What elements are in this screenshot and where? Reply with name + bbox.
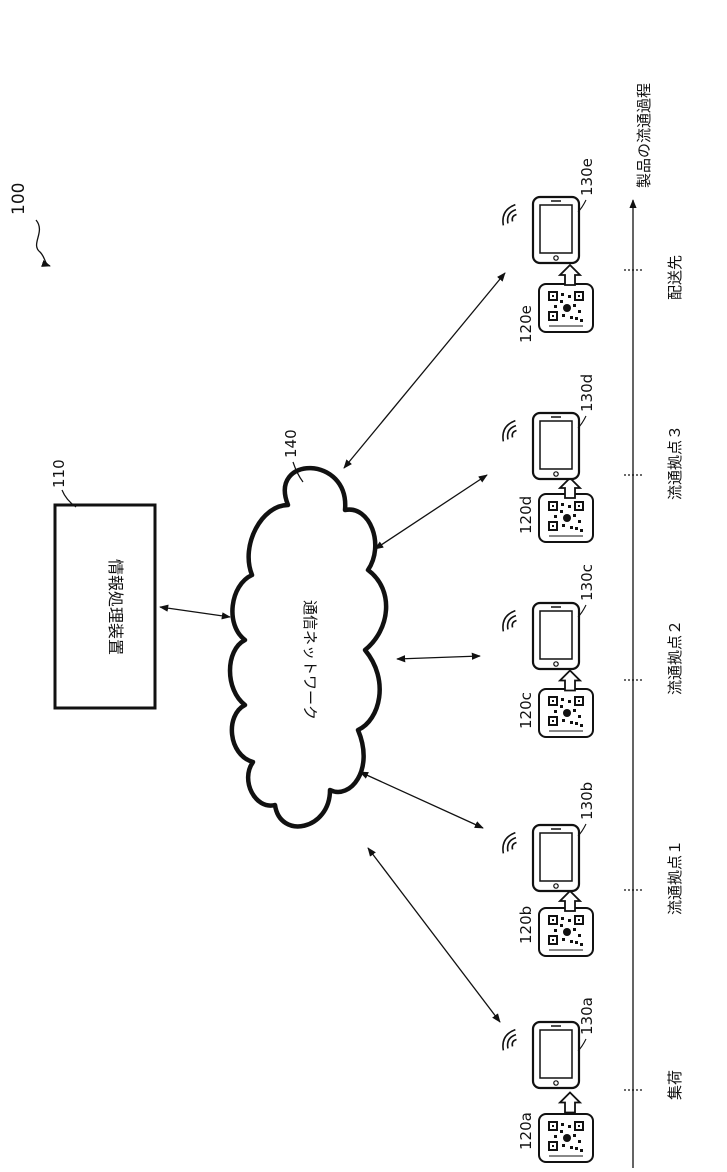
distribution-stages: 120a 130a 120b 130b 120c 130c 120d 130d 120e 130e: [499, 158, 596, 1162]
wireless-signal-icon: [499, 830, 521, 856]
link-130d: [375, 475, 487, 549]
device-network-link: [160, 607, 230, 617]
stage-e: 120e 130e: [499, 158, 596, 343]
link-130e: [344, 273, 505, 468]
code-ref-label: 120a: [517, 1112, 535, 1150]
code-ref-label: 120e: [517, 305, 535, 343]
code-ref-label: 120c: [517, 692, 535, 729]
phone-ref-label: 130b: [578, 782, 596, 820]
qr-code-icon: [539, 494, 593, 542]
stage-label: 流通拠点３: [666, 425, 684, 500]
link-130a: [368, 848, 500, 1022]
smartphone-icon: [533, 1022, 579, 1088]
code-ref-label: 120d: [517, 496, 535, 534]
communication-network: 通信ネットワーク 140: [230, 429, 386, 826]
qr-code-icon: [539, 1114, 593, 1162]
figure-leader-line: [36, 220, 50, 266]
scan-arrow-icon: [560, 265, 580, 285]
stage-c: 120c 130c: [499, 564, 596, 737]
phone-ref-label: 130e: [578, 158, 596, 196]
phone-ref-label: 130c: [578, 564, 596, 601]
figure-reference: 100: [9, 183, 50, 266]
stage-label: 流通拠点２: [666, 620, 684, 695]
stage-a: 120a 130a: [499, 997, 596, 1162]
info-device-ref: 110: [50, 459, 68, 488]
phone-ref-label: 130d: [578, 374, 596, 412]
smartphone-icon: [533, 825, 579, 891]
stage-d: 120d 130d: [499, 374, 596, 542]
smartphone-icon: [533, 197, 579, 263]
wireless-signal-icon: [499, 1027, 521, 1053]
wireless-signal-icon: [499, 202, 521, 228]
process-axis: 製品の流通過程: [633, 83, 653, 1168]
smartphone-icon: [533, 603, 579, 669]
network-ref: 140: [282, 429, 300, 458]
stage-label: 流通拠点１: [666, 840, 684, 915]
axis-title: 製品の流通過程: [635, 83, 653, 188]
info-processing-device: 情報処理装置 110: [50, 459, 155, 708]
smartphone-icon: [533, 413, 579, 479]
info-device-box: [55, 505, 155, 708]
stage-b: 120b 130b: [499, 782, 596, 956]
stage-label: 集荷: [666, 1070, 684, 1100]
wireless-signal-icon: [499, 418, 521, 444]
phone-ref-label: 130a: [578, 997, 596, 1035]
scan-arrow-icon: [560, 671, 580, 691]
qr-code-icon: [539, 284, 593, 332]
info-device-label: 情報処理装置: [106, 559, 125, 655]
qr-code-icon: [539, 689, 593, 737]
link-130b: [360, 772, 483, 828]
scan-arrow-icon: [560, 1093, 580, 1113]
code-ref-label: 120b: [517, 906, 535, 944]
qr-code-icon: [539, 908, 593, 956]
figure-number-label: 100: [9, 183, 29, 215]
network-label: 通信ネットワーク: [301, 600, 319, 720]
stage-label: 配送先: [666, 255, 684, 300]
link-130c: [397, 656, 480, 659]
wireless-signal-icon: [499, 608, 521, 634]
